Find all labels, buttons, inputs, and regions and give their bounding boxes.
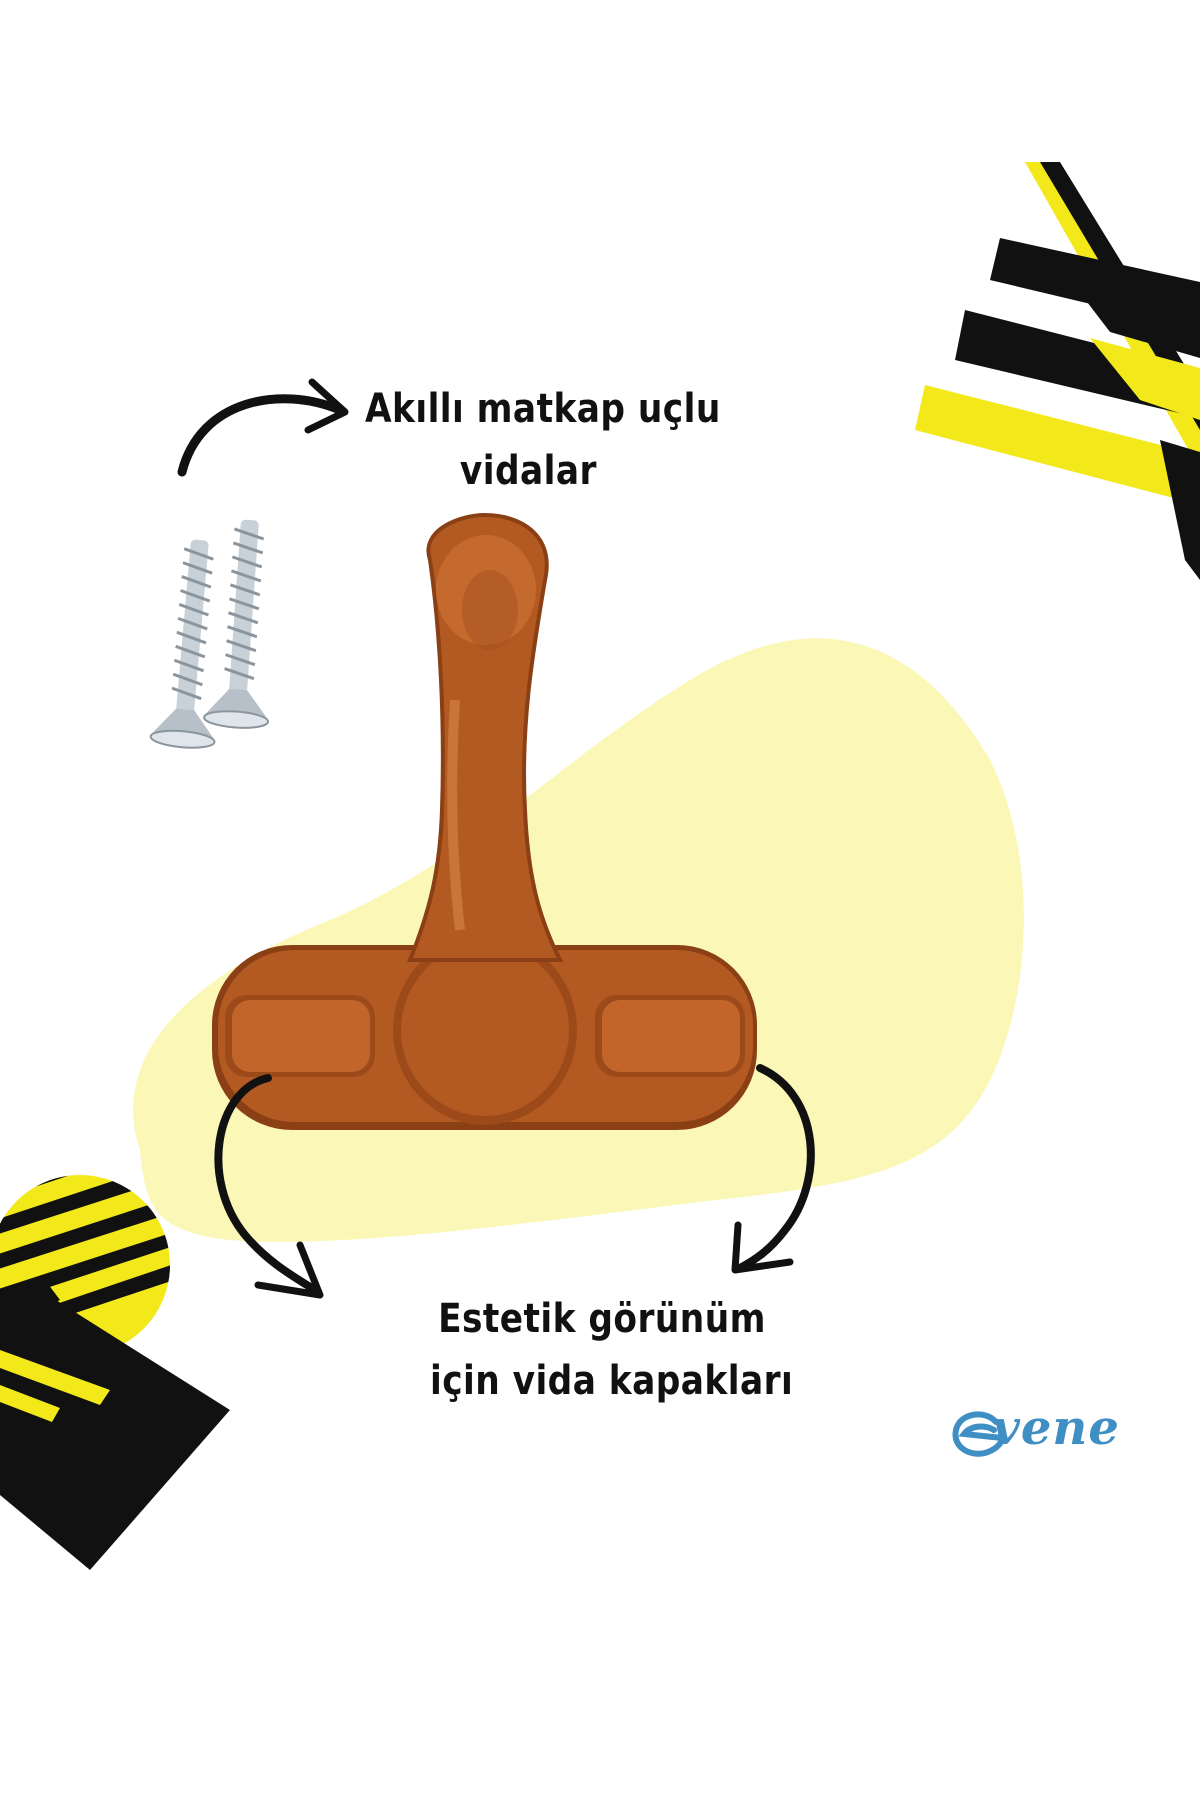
covers-caption: Estetik görünüm için vida kapakları — [430, 1288, 794, 1412]
brand-name: vene — [992, 1400, 1120, 1456]
caption-line: Akıllı matkap uçlu — [365, 386, 721, 432]
curved-arrow-icon — [731, 1064, 815, 1274]
screw-icon — [149, 539, 216, 749]
curved-arrow-icon — [214, 1074, 324, 1299]
screw-icon — [203, 519, 269, 729]
yellow-blob-shape — [133, 638, 1024, 1242]
e-swirl-logo-icon — [952, 1411, 1006, 1457]
top-right-stripes — [915, 162, 1200, 580]
caption-line: Estetik görünüm — [438, 1296, 766, 1342]
caption-line: için vida kapakları — [430, 1358, 794, 1404]
curved-arrow-icon — [177, 378, 349, 477]
caption-line: vidalar — [459, 448, 597, 494]
screws-image — [149, 519, 269, 749]
brand-logo: vene — [948, 1398, 1178, 1468]
window-handle-icon — [212, 512, 757, 1130]
screws-caption: Akıllı matkap uçlu vidalar — [365, 378, 721, 502]
